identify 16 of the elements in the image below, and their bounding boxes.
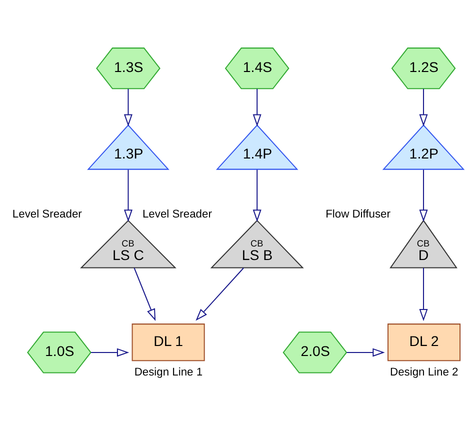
node-label: Flow Diffuser <box>326 208 390 220</box>
arrow <box>419 88 428 126</box>
arrow <box>419 169 428 222</box>
arrow <box>252 88 262 126</box>
arrow <box>196 267 244 320</box>
node-label: Design Line 1 <box>134 366 203 378</box>
node-label: Level Sreader <box>12 208 82 220</box>
arrow <box>419 267 428 321</box>
arrow <box>252 169 262 222</box>
node-label: Level Sreader <box>142 208 212 220</box>
arrow <box>346 348 385 356</box>
arrow <box>134 267 156 321</box>
arrow <box>91 348 130 356</box>
arrow <box>124 88 132 126</box>
arrow <box>124 169 132 222</box>
node-label: Design Line 2 <box>390 366 458 378</box>
